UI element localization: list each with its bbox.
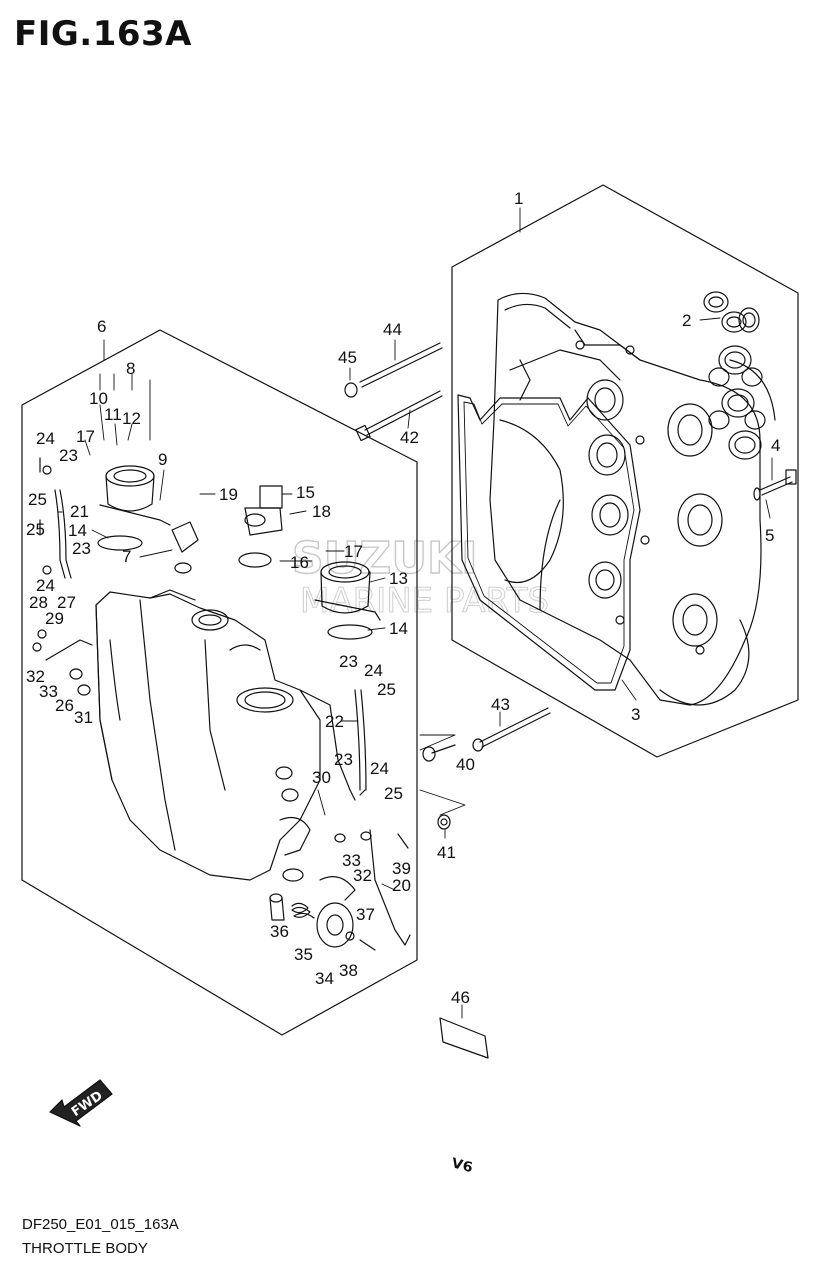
callout-33b: 33 (342, 851, 361, 870)
callout-24d: 24 (370, 759, 389, 778)
callout-28: 28 (29, 593, 48, 612)
callout-26: 26 (55, 696, 74, 715)
callout-8: 8 (126, 359, 135, 378)
throttle-linkage (269, 689, 411, 951)
assembly-frame-intake-manifold (451, 184, 799, 758)
callout-23d: 23 (334, 750, 353, 769)
callout-3: 3 (631, 705, 640, 724)
callout-44: 44 (383, 320, 402, 339)
callout-24a: 24 (36, 429, 55, 448)
small-hardware-left (32, 457, 93, 696)
throttle-valve-upper (97, 465, 171, 551)
callout-37: 37 (356, 905, 375, 924)
idle-air-control-valve (238, 485, 283, 568)
throttle-valve-lower (314, 561, 381, 640)
callout-25a: 25 (28, 490, 47, 509)
callout-35: 35 (294, 945, 313, 964)
small-bolts-and-nut (422, 707, 551, 830)
throttle-body-casting (95, 589, 321, 881)
callout-23a: 23 (59, 446, 78, 465)
callout-11: 11 (104, 405, 122, 424)
callout-20: 20 (392, 876, 411, 895)
callout-38: 38 (339, 961, 358, 980)
callout-31: 31 (74, 708, 93, 727)
callout-12: 12 (122, 409, 141, 428)
callout-labels: 1 2 3 4 5 6 7 8 9 10 11 12 13 14 14 15 1… (26, 189, 780, 1007)
callout-36: 36 (270, 922, 289, 941)
callout-33a: 33 (39, 682, 58, 701)
callout-17a: 17 (76, 427, 95, 446)
callout-17b: 17 (344, 542, 363, 561)
leader-lines-left (57, 339, 396, 891)
v6-label: V6 (452, 1155, 473, 1176)
callout-5: 5 (765, 526, 774, 545)
gasket-o-ring-set (703, 291, 766, 460)
bolt-with-washer (753, 469, 797, 501)
callout-41: 41 (437, 843, 456, 862)
callout-42: 42 (400, 428, 419, 447)
callout-22: 22 (325, 712, 344, 731)
callout-21: 21 (70, 502, 89, 521)
gasket-outline (457, 394, 641, 691)
long-bolts (344, 342, 443, 442)
callout-9: 9 (158, 450, 167, 469)
callout-7: 7 (122, 547, 131, 566)
callout-30: 30 (312, 768, 331, 787)
callout-43: 43 (491, 695, 510, 714)
callout-1: 1 (514, 189, 523, 208)
callout-29: 29 (45, 609, 64, 628)
intake-manifold (489, 292, 776, 706)
callout-13: 13 (389, 569, 408, 588)
callout-2: 2 (682, 311, 691, 330)
callout-10: 10 (89, 389, 108, 408)
leader-lines-right (349, 207, 773, 839)
throttle-position-sensor (171, 521, 199, 574)
callout-34: 34 (315, 969, 334, 988)
fwd-arrow: FWD (49, 1079, 113, 1127)
callout-18: 18 (312, 502, 331, 521)
callout-24c: 24 (364, 661, 383, 680)
watermark-line1: SUZUKI (292, 533, 478, 584)
callout-6: 6 (97, 317, 106, 336)
diagram-name: THROTTLE BODY (22, 1240, 148, 1257)
figure-title: FIG.163A (14, 14, 192, 54)
assembly-frame-throttle-body (21, 329, 418, 1036)
callout-46: 46 (451, 988, 470, 1007)
callout-15: 15 (296, 483, 315, 502)
gasket-outline-inner (463, 401, 635, 684)
callout-25b: 25 (26, 520, 45, 539)
diagram-code: DF250_E01_015_163A (22, 1216, 179, 1233)
callout-24b: 24 (36, 576, 55, 595)
callout-14a: 14 (68, 521, 87, 540)
callout-25d: 25 (384, 784, 403, 803)
callout-45: 45 (338, 348, 357, 367)
callout-25c: 25 (377, 680, 396, 699)
link-rods (54, 489, 367, 791)
callout-32a: 32 (26, 667, 45, 686)
callout-39: 39 (392, 859, 411, 878)
callout-16: 16 (290, 553, 309, 572)
callout-32b: 32 (353, 866, 372, 885)
callout-14b: 14 (389, 619, 408, 638)
callout-19: 19 (219, 485, 238, 504)
callout-40: 40 (456, 755, 475, 774)
v6-emblem: V6 (439, 1004, 489, 1177)
callout-23b: 23 (72, 539, 91, 558)
callout-4: 4 (771, 436, 780, 455)
callout-23c: 23 (339, 652, 358, 671)
callout-27: 27 (57, 593, 76, 612)
watermark: SUZUKI MARINE PARTS (291, 532, 549, 621)
